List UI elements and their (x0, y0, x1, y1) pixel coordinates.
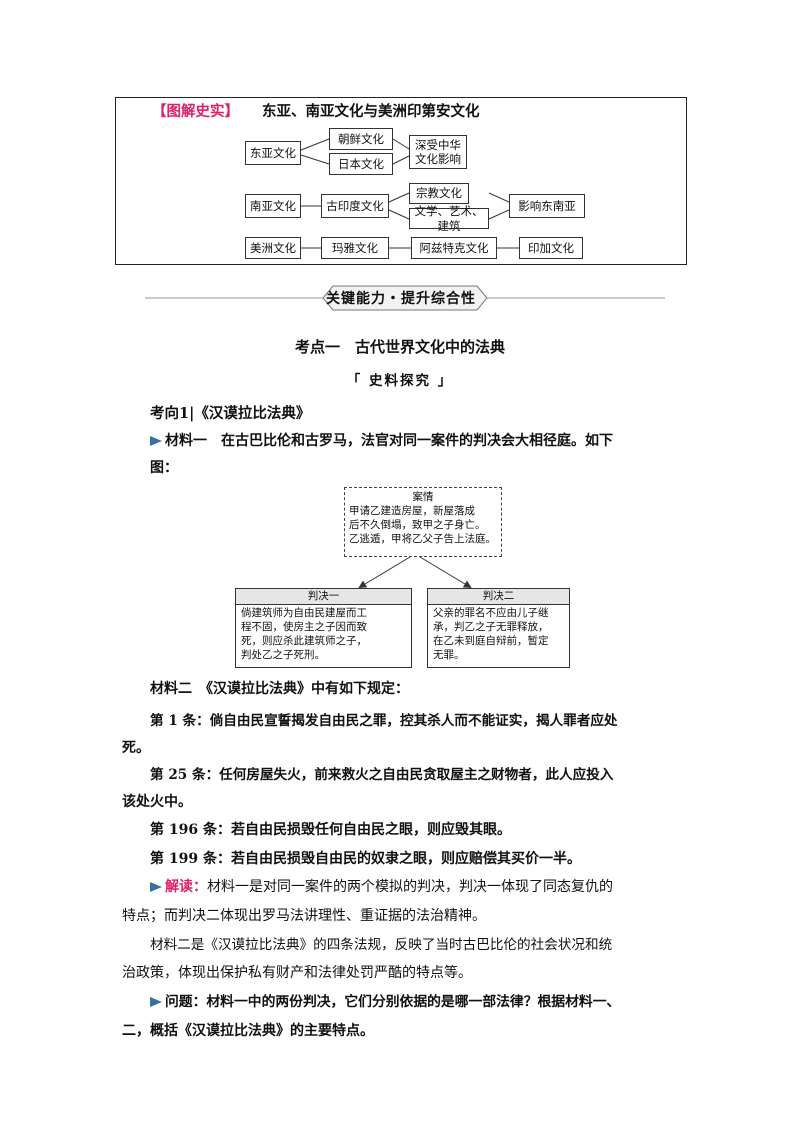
article196: 第 196 条：若自由民损毁任何自由民之眼，则应毁其眼。 (150, 822, 511, 838)
material1-text: 在古巴比伦和古罗马，法官对同一案件的判决会大相径庭。如下 (207, 433, 613, 449)
judgment2-title: 判决二 (428, 589, 569, 605)
ancient-india-box: 古印度文化 (321, 194, 389, 218)
section-banner (145, 285, 665, 311)
diagram-tag: 【图解史实】 (152, 104, 239, 120)
question-label: 问题： (165, 994, 207, 1010)
east-asia-box: 东亚文化 (245, 141, 301, 165)
maya-box: 玛雅文化 (321, 237, 389, 259)
analysis-line2: 特点；而判决二体现出罗马法讲理性、重证据的法治精神。 (122, 908, 486, 924)
inca-box: 印加文化 (519, 237, 583, 259)
analysis-label: 解读： (165, 879, 207, 895)
banner-text: 关键能力・提升综合性 (326, 291, 476, 307)
material1-line2: 图： (150, 460, 178, 476)
case-line: 后不久倒塌，致甲之子身亡。 (349, 519, 486, 531)
arts-box: 文学、艺术、建筑 (409, 204, 489, 233)
case-title: 案情 (412, 491, 434, 503)
question-marker-icon (150, 990, 162, 1007)
section-title: 考点一 古代世界文化中的法典 (294, 338, 505, 356)
analysis-line3: 材料二是《汉谟拉比法典》的四条法规，反映了当时古巴比伦的社会状况和统 (150, 937, 613, 953)
judgment1-line: 程不固，使房主之子因而致 (241, 621, 367, 633)
material1-label: 材料一 (165, 433, 207, 449)
question-line2: 二，概括《汉谟拉比法典》的主要特点。 (122, 1023, 374, 1039)
case-line: 甲请乙建造房屋，新屋落成 (349, 505, 475, 517)
article25-line1: 第 25 条：任何房屋失火，前来救火之自由民贪取屋主之财物者，此人应投入 (150, 767, 614, 783)
judgment1-title: 判决一 (236, 589, 411, 605)
judgment2-line: 父亲的罪名不应由儿子继 (433, 607, 549, 619)
judgment2-line: 承，判乙之子无罪释放， (433, 621, 549, 633)
judgment2-line: 无罪。 (433, 649, 465, 661)
judgment1-line: 倘建筑师为自由民建屋而工 (241, 607, 367, 619)
material2-label: 材料二 (150, 681, 192, 697)
americas-box: 美洲文化 (245, 237, 301, 259)
case-line: 乙逃遁，甲将乙父子告上法庭。 (349, 533, 496, 545)
judgment2-line: 在乙未到庭自辩前，暂定 (433, 635, 549, 647)
south-asia-box: 南亚文化 (245, 194, 301, 218)
korea-box: 朝鲜文化 (329, 128, 393, 150)
diagram-frame (115, 97, 687, 265)
diagram-connectors (300, 138, 519, 249)
material2-intro: 材料二 《汉谟拉比法典》中有如下规定： (150, 676, 409, 703)
judgment1-line: 死，则应杀此建筑师之子， (241, 635, 367, 647)
japan-box: 日本文化 (329, 153, 393, 175)
material-marker-icon (150, 429, 162, 446)
analysis-line4: 治政策，体现出保护私有财产和法律处罚严酷的特点等。 (122, 965, 472, 981)
case-connectors (358, 556, 472, 589)
material2-intro-text: 《汉谟拉比法典》中有如下规定： (192, 681, 409, 697)
judgment1-line: 判处乙之子死刑。 (241, 649, 325, 661)
article25-line2: 该处火中。 (122, 794, 192, 810)
diagram-title: 东亚、南亚文化与美洲印第安文化 (262, 104, 480, 120)
judgment1-box: 判决一 倘建筑师为自由民建屋而工 程不固，使房主之子因而致 死，则应杀此建筑师之… (235, 588, 412, 668)
subsection-title: 「 史料探究 」 (346, 373, 454, 389)
article1-line1: 第 1 条：倘自由民宣誓揭发自由民之罪，控其杀人而不能证实，揭人罪者应处 (150, 713, 618, 729)
analysis-line1: 解读：材料一是对同一案件的两个模拟的判决，判决一体现了同态复仇的 (150, 874, 613, 901)
direction-heading: 考向1|《汉谟拉比法典》 (150, 405, 311, 422)
question-line1: 问题：材料一中的两份判决，它们分别依据的是哪一部法律？根据材料一、 (150, 989, 620, 1016)
question-text: 材料一中的两份判决，它们分别依据的是哪一部法律？根据材料一、 (206, 994, 621, 1010)
se-asia-box: 影响东南亚 (509, 194, 585, 218)
case-facts-box: 案情 甲请乙建造房屋，新屋落成 后不久倒塌，致甲之子身亡。 乙逃遁，甲将乙父子告… (344, 487, 502, 557)
aztec-box: 阿兹特克文化 (411, 237, 497, 259)
analysis-marker-icon (150, 875, 162, 892)
analysis-text: 材料一是对同一案件的两个模拟的判决，判决一体现了同态复仇的 (207, 879, 613, 895)
article1-line2: 死。 (122, 740, 150, 756)
judgment2-box: 判决二 父亲的罪名不应由儿子继 承，判乙之子无罪释放， 在乙未到庭自辩前，暂定 … (427, 588, 570, 668)
china-influence-box: 深受中华文化影响 (409, 135, 467, 169)
article199: 第 199 条：若自由民损毁自由民的奴隶之眼，则应赔偿其买价一半。 (150, 851, 581, 867)
material1-line1: 材料一 在古巴比伦和古罗马，法官对同一案件的判决会大相径庭。如下 (150, 428, 613, 455)
religion-box: 宗教文化 (409, 183, 469, 204)
